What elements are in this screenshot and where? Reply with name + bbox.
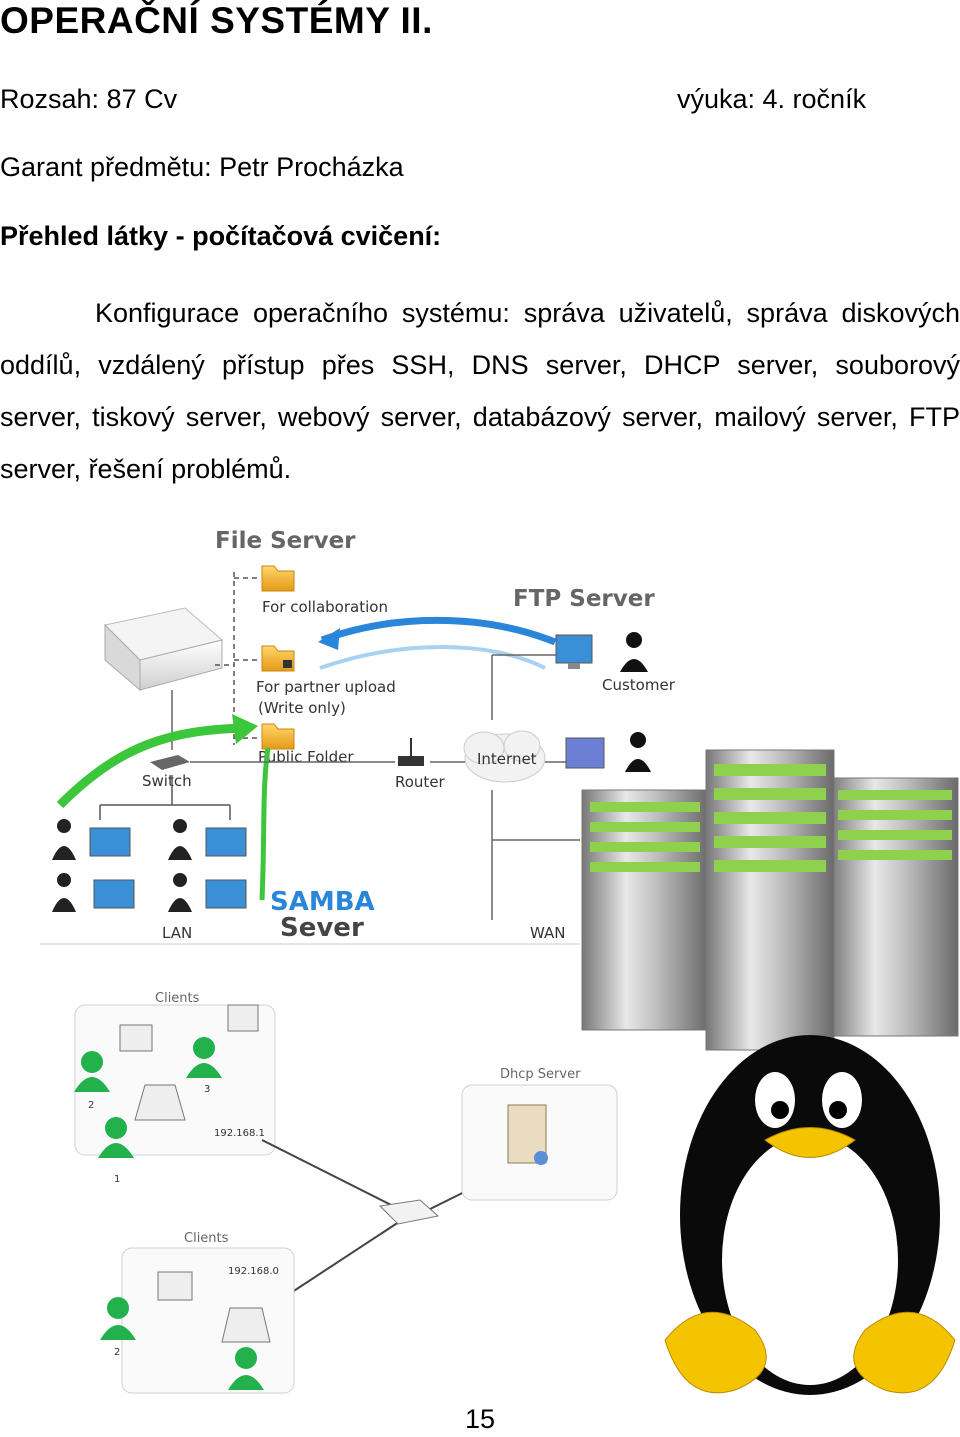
switch-label: Switch xyxy=(142,772,192,790)
router-label: Router xyxy=(395,773,446,791)
section-heading: Přehled látky - počítačová cvičení: xyxy=(0,221,442,251)
client-num-2: 2 xyxy=(88,1100,94,1111)
for-partner-upload-label: For partner upload xyxy=(256,678,396,696)
internet-cloud-icon xyxy=(463,730,546,783)
page-number: 15 xyxy=(464,1404,496,1434)
customer-label: Customer xyxy=(602,676,676,694)
ftp-server-label: FTP Server xyxy=(513,586,655,612)
ftp-computer-icon xyxy=(555,634,593,669)
switch-icon xyxy=(150,755,190,770)
wan-label: WAN xyxy=(530,924,566,942)
ip-top-label: 192.168.1 xyxy=(214,1128,265,1139)
for-collaboration-label: For collaboration xyxy=(262,598,388,616)
write-only-label: (Write only) xyxy=(258,699,346,717)
customer-person-icon xyxy=(620,632,648,672)
server-rack-right xyxy=(829,777,959,1037)
clients-bottom-label: Clients xyxy=(184,1231,229,1246)
page-title: OPERAČNÍ SYSTÉMY II. xyxy=(0,0,433,41)
nas-device-icon xyxy=(103,607,224,692)
router-icon xyxy=(398,738,424,766)
public-folder-label: Public Folder xyxy=(258,748,354,766)
dhcp-server-icon xyxy=(507,1104,548,1165)
server-racks-icon xyxy=(581,749,959,1051)
sever-label: Sever xyxy=(280,913,364,943)
internet-label: Internet xyxy=(477,750,537,768)
folder-public-icon xyxy=(261,723,295,750)
tux-penguin-icon xyxy=(664,1035,956,1395)
ftp-arrow xyxy=(320,616,557,646)
clients-bottom-devices-icon xyxy=(100,1271,271,1390)
clients-top-devices-icon xyxy=(74,1004,259,1158)
server-rack-center xyxy=(705,749,835,1051)
content-paragraph: Konfigurace operačního systému: správa u… xyxy=(0,298,960,484)
folder-collaboration-icon xyxy=(261,565,295,592)
course-year: výuka: 4. ročník xyxy=(677,84,867,114)
dhcp-diagram: Clients 2 3 1 192.168.1 Dhcp Server xyxy=(74,991,618,1394)
dhcp-server-label: Dhcp Server xyxy=(500,1067,581,1082)
network-diagram: File Server For collaboration For partne… xyxy=(40,528,676,945)
wan-computer-icon xyxy=(565,732,651,772)
folder-lock-icon xyxy=(261,645,295,672)
client-bottom-num-2: 2 xyxy=(114,1347,120,1358)
lan-users-icon xyxy=(52,819,247,912)
file-server-label: File Server xyxy=(215,528,356,554)
server-rack-left xyxy=(581,789,709,1031)
illustration: File Server For collaboration For partne… xyxy=(40,528,959,1395)
course-scope: Rozsah: 87 Cv xyxy=(0,84,178,114)
client-num-3: 3 xyxy=(204,1084,210,1095)
lan-arrow xyxy=(56,723,246,809)
ip-bottom-label: 192.168.0 xyxy=(228,1266,279,1277)
network-switch-icon xyxy=(378,1199,440,1225)
samba-label: SAMBA xyxy=(270,887,375,917)
course-guarantor: Garant předmětu: Petr Procházka xyxy=(0,152,404,182)
clients-top-label: Clients xyxy=(155,991,200,1006)
client-num-1: 1 xyxy=(114,1174,120,1185)
lan-label: LAN xyxy=(162,924,192,942)
